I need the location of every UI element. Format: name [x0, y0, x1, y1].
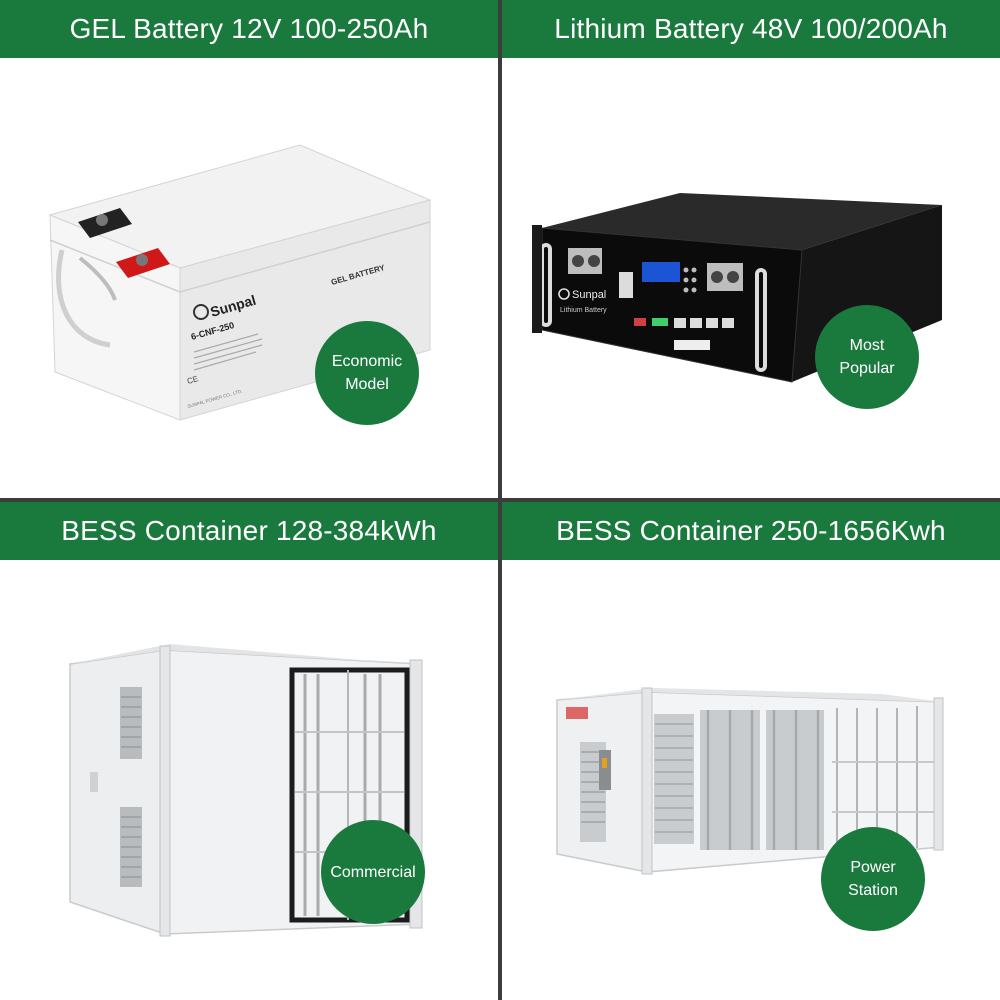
panel-bess-128-384[interactable]: BESS Container 128-384kWh: [0, 502, 498, 1000]
bess-small-container-image: [69, 644, 423, 937]
lithium-battery-image: Sunpal Lithium Battery: [532, 193, 942, 383]
badge-most-popular: Most Popular: [815, 305, 919, 409]
badge-commercial: Commercial: [321, 820, 425, 924]
panel-title: BESS Container 128-384kWh: [0, 502, 498, 560]
bess-large-container-image: [556, 687, 944, 875]
panel-title: GEL Battery 12V 100-250Ah: [0, 0, 498, 58]
panel-lithium-battery[interactable]: Lithium Battery 48V 100/200Ah: [502, 0, 1000, 498]
horizontal-divider: [0, 498, 1000, 502]
panel-title: BESS Container 250-1656Kwh: [502, 502, 1000, 560]
product-label: Lithium Battery: [560, 307, 607, 314]
badge-economic-model: Economic Model: [315, 321, 419, 425]
panel-title: Lithium Battery 48V 100/200Ah: [502, 0, 1000, 58]
panel-bess-250-1656[interactable]: BESS Container 250-1656Kwh: [502, 502, 1000, 1000]
brand-logo: Sunpal: [572, 289, 606, 301]
gel-battery-image: Sunpal 6-CNF-250 GEL BATTERY CE SUNPAL P…: [48, 144, 432, 421]
badge-power-station: Power Station: [821, 827, 925, 931]
spec-lines: [193, 333, 263, 371]
panel-gel-battery[interactable]: GEL Battery 12V 100-250Ah Sunpal 6-CNF-2…: [0, 0, 498, 498]
ce-mark: CE: [186, 374, 199, 386]
